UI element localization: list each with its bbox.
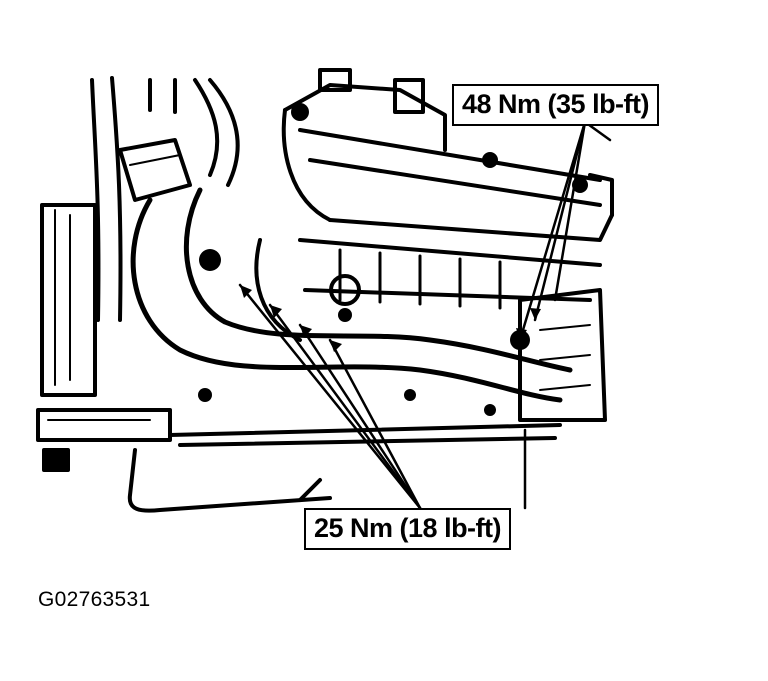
- engine-block-top: [281, 68, 614, 242]
- upper-hoses: [90, 76, 240, 322]
- leader-lines-top: [518, 120, 612, 342]
- curved-hose: [130, 187, 573, 403]
- arrowheads: [240, 285, 541, 352]
- oil-pan: [127, 423, 562, 513]
- torque-callout-top: 48 Nm (35 lb-ft): [452, 84, 660, 126]
- left-bracket: [36, 203, 172, 472]
- figure-id-label: G02763531: [38, 588, 151, 611]
- torque-callout-bottom: 25 Nm (18 lb-ft): [304, 508, 512, 550]
- leader-lines-bottom: [238, 283, 527, 510]
